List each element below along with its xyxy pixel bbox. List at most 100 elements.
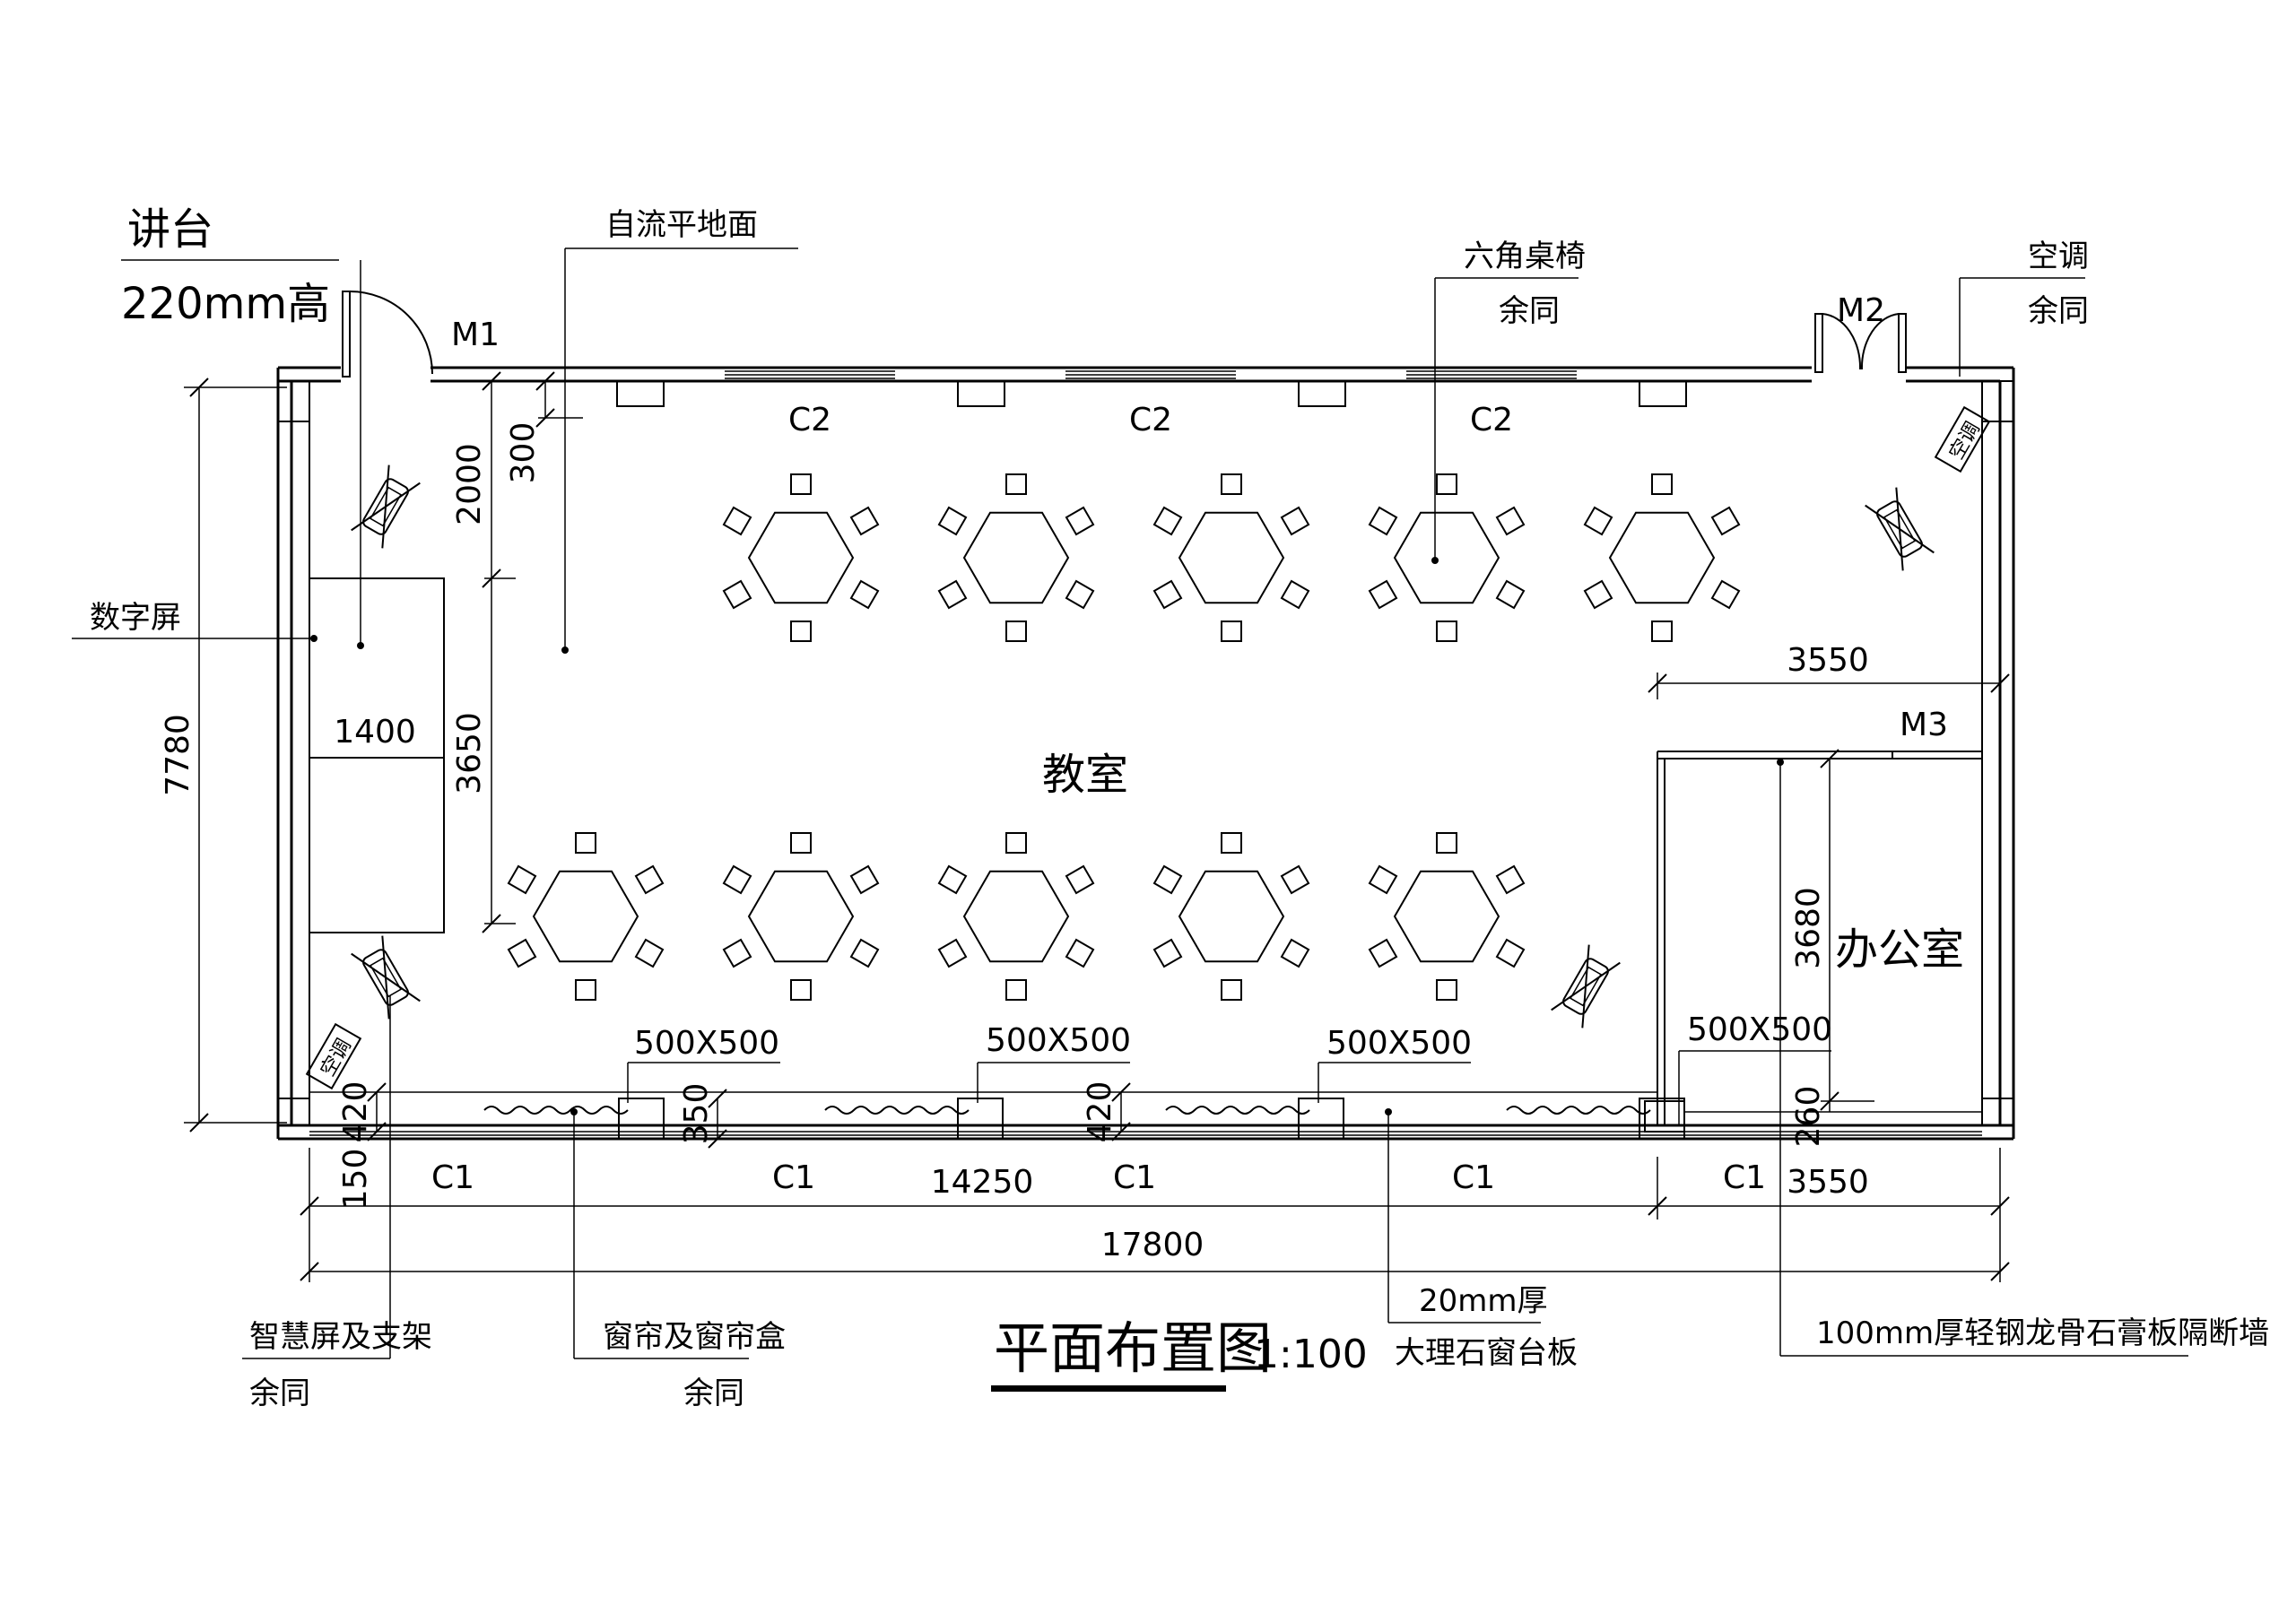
ac-unit: 空调 <box>1934 405 1991 473</box>
chair <box>1436 473 1457 495</box>
label-hex-table: 六角桌椅 <box>1464 239 1586 274</box>
hex-table <box>1393 511 1500 604</box>
chair <box>790 979 812 1001</box>
door-m1: M1 <box>342 291 500 378</box>
door-m3 <box>1892 751 1983 759</box>
hex-table-set <box>722 832 880 1001</box>
chair <box>937 864 968 895</box>
smart-screen <box>1551 944 1621 1028</box>
drawing-title-text: 平面布置图 <box>994 1315 1272 1381</box>
annotations: 讲台 220mm高 自流平地面 六角桌椅 余同 空调 余同 数字屏 智慧屏及支架… <box>72 204 2269 1411</box>
chair <box>1495 506 1526 536</box>
chair <box>1495 938 1526 968</box>
chair <box>722 864 752 895</box>
chair <box>1280 506 1310 536</box>
dim-2000: 2000 <box>451 443 488 525</box>
chair <box>1152 938 1183 968</box>
label-marble-thickness: 20mm厚 <box>1419 1283 1548 1319</box>
window-label-c1: C1 <box>1723 1159 1766 1196</box>
chair <box>849 506 880 536</box>
label-smart-screen: 智慧屏及支架 <box>249 1319 432 1355</box>
curtains <box>483 1106 1651 1115</box>
dim-300: 300 <box>505 422 542 484</box>
chair <box>634 938 665 968</box>
label-digital-screen: 数字屏 <box>90 600 181 636</box>
chair <box>1368 506 1398 536</box>
bottom-windows <box>309 1091 1982 1136</box>
chair <box>575 979 596 1001</box>
dim-3680: 3680 <box>1790 887 1827 969</box>
chair <box>1221 832 1242 854</box>
hex-table <box>747 870 855 963</box>
hex-table <box>1178 870 1285 963</box>
label-curtain: 窗帘及窗帘盒 <box>603 1319 786 1355</box>
label-column-500: 500X500 <box>1687 1011 1832 1048</box>
hex-table-set <box>937 832 1095 1001</box>
chair <box>1710 579 1741 610</box>
window-c2 <box>1406 370 1577 379</box>
chair <box>1583 506 1613 536</box>
chair <box>1583 579 1613 610</box>
hex-table-set <box>1152 473 1310 642</box>
label-column-500: 500X500 <box>1326 1025 1472 1062</box>
ac-unit: 空调 <box>305 1022 362 1090</box>
label-column-500: 500X500 <box>986 1022 1131 1059</box>
chair <box>634 864 665 895</box>
label-podium-height: 220mm高 <box>121 279 330 329</box>
smart-screen <box>351 464 421 549</box>
hex-table <box>1393 870 1500 963</box>
drawing-title: 平面布置图 1:100 <box>991 1315 1368 1392</box>
chair <box>1280 864 1310 895</box>
window-label-c1: C1 <box>431 1159 474 1196</box>
dim-150: 150 <box>337 1149 374 1211</box>
curtain-3 <box>1165 1106 1310 1115</box>
window-label-c2: C2 <box>1129 402 1172 438</box>
top-windows: C2 C2 C2 <box>725 370 1577 438</box>
chair <box>1005 473 1027 495</box>
chair <box>1368 864 1398 895</box>
chair <box>1005 621 1027 642</box>
dim-3550-top: 3550 <box>1787 642 1869 679</box>
hex-table <box>962 870 1070 963</box>
chair <box>937 506 968 536</box>
chair <box>790 832 812 854</box>
podium: 1400 <box>309 577 445 933</box>
chair <box>1280 938 1310 968</box>
chair <box>1368 938 1398 968</box>
chair <box>1280 579 1310 610</box>
chair <box>722 506 752 536</box>
label-partition: 100mm厚轻钢龙骨石膏板隔断墙 <box>1816 1315 2269 1351</box>
chair <box>722 938 752 968</box>
drawing-scale: 1:100 <box>1254 1332 1368 1377</box>
dim-420-mid: 420 <box>1082 1081 1118 1143</box>
hex-table-set <box>1583 473 1741 642</box>
label-same-note: 余同 <box>683 1376 744 1411</box>
curtain-4 <box>1506 1106 1651 1115</box>
chair <box>1005 979 1027 1001</box>
chair <box>1221 979 1242 1001</box>
hex-table <box>747 511 855 604</box>
chair <box>1495 864 1526 895</box>
hex-table-set <box>507 832 665 1001</box>
hex-table <box>532 870 639 963</box>
chair <box>1065 864 1095 895</box>
label-ac: 空调 <box>2028 239 2089 274</box>
room-label-office: 办公室 <box>1835 924 1964 975</box>
chair <box>722 579 752 610</box>
chair <box>507 864 537 895</box>
dim-1400: 1400 <box>334 714 416 751</box>
dim-3550-bottom: 3550 <box>1787 1164 1869 1201</box>
chair <box>1651 621 1673 642</box>
window-c2 <box>1065 370 1236 379</box>
chair <box>1221 473 1242 495</box>
chair <box>1221 621 1242 642</box>
chair <box>1710 506 1741 536</box>
label-same-note: 余同 <box>249 1376 310 1411</box>
chair <box>849 938 880 968</box>
hex-tables <box>507 473 1741 1001</box>
dim-14250: 14250 <box>931 1164 1034 1201</box>
dim-7780: 7780 <box>160 714 196 796</box>
chair <box>1436 979 1457 1001</box>
chair <box>790 621 812 642</box>
